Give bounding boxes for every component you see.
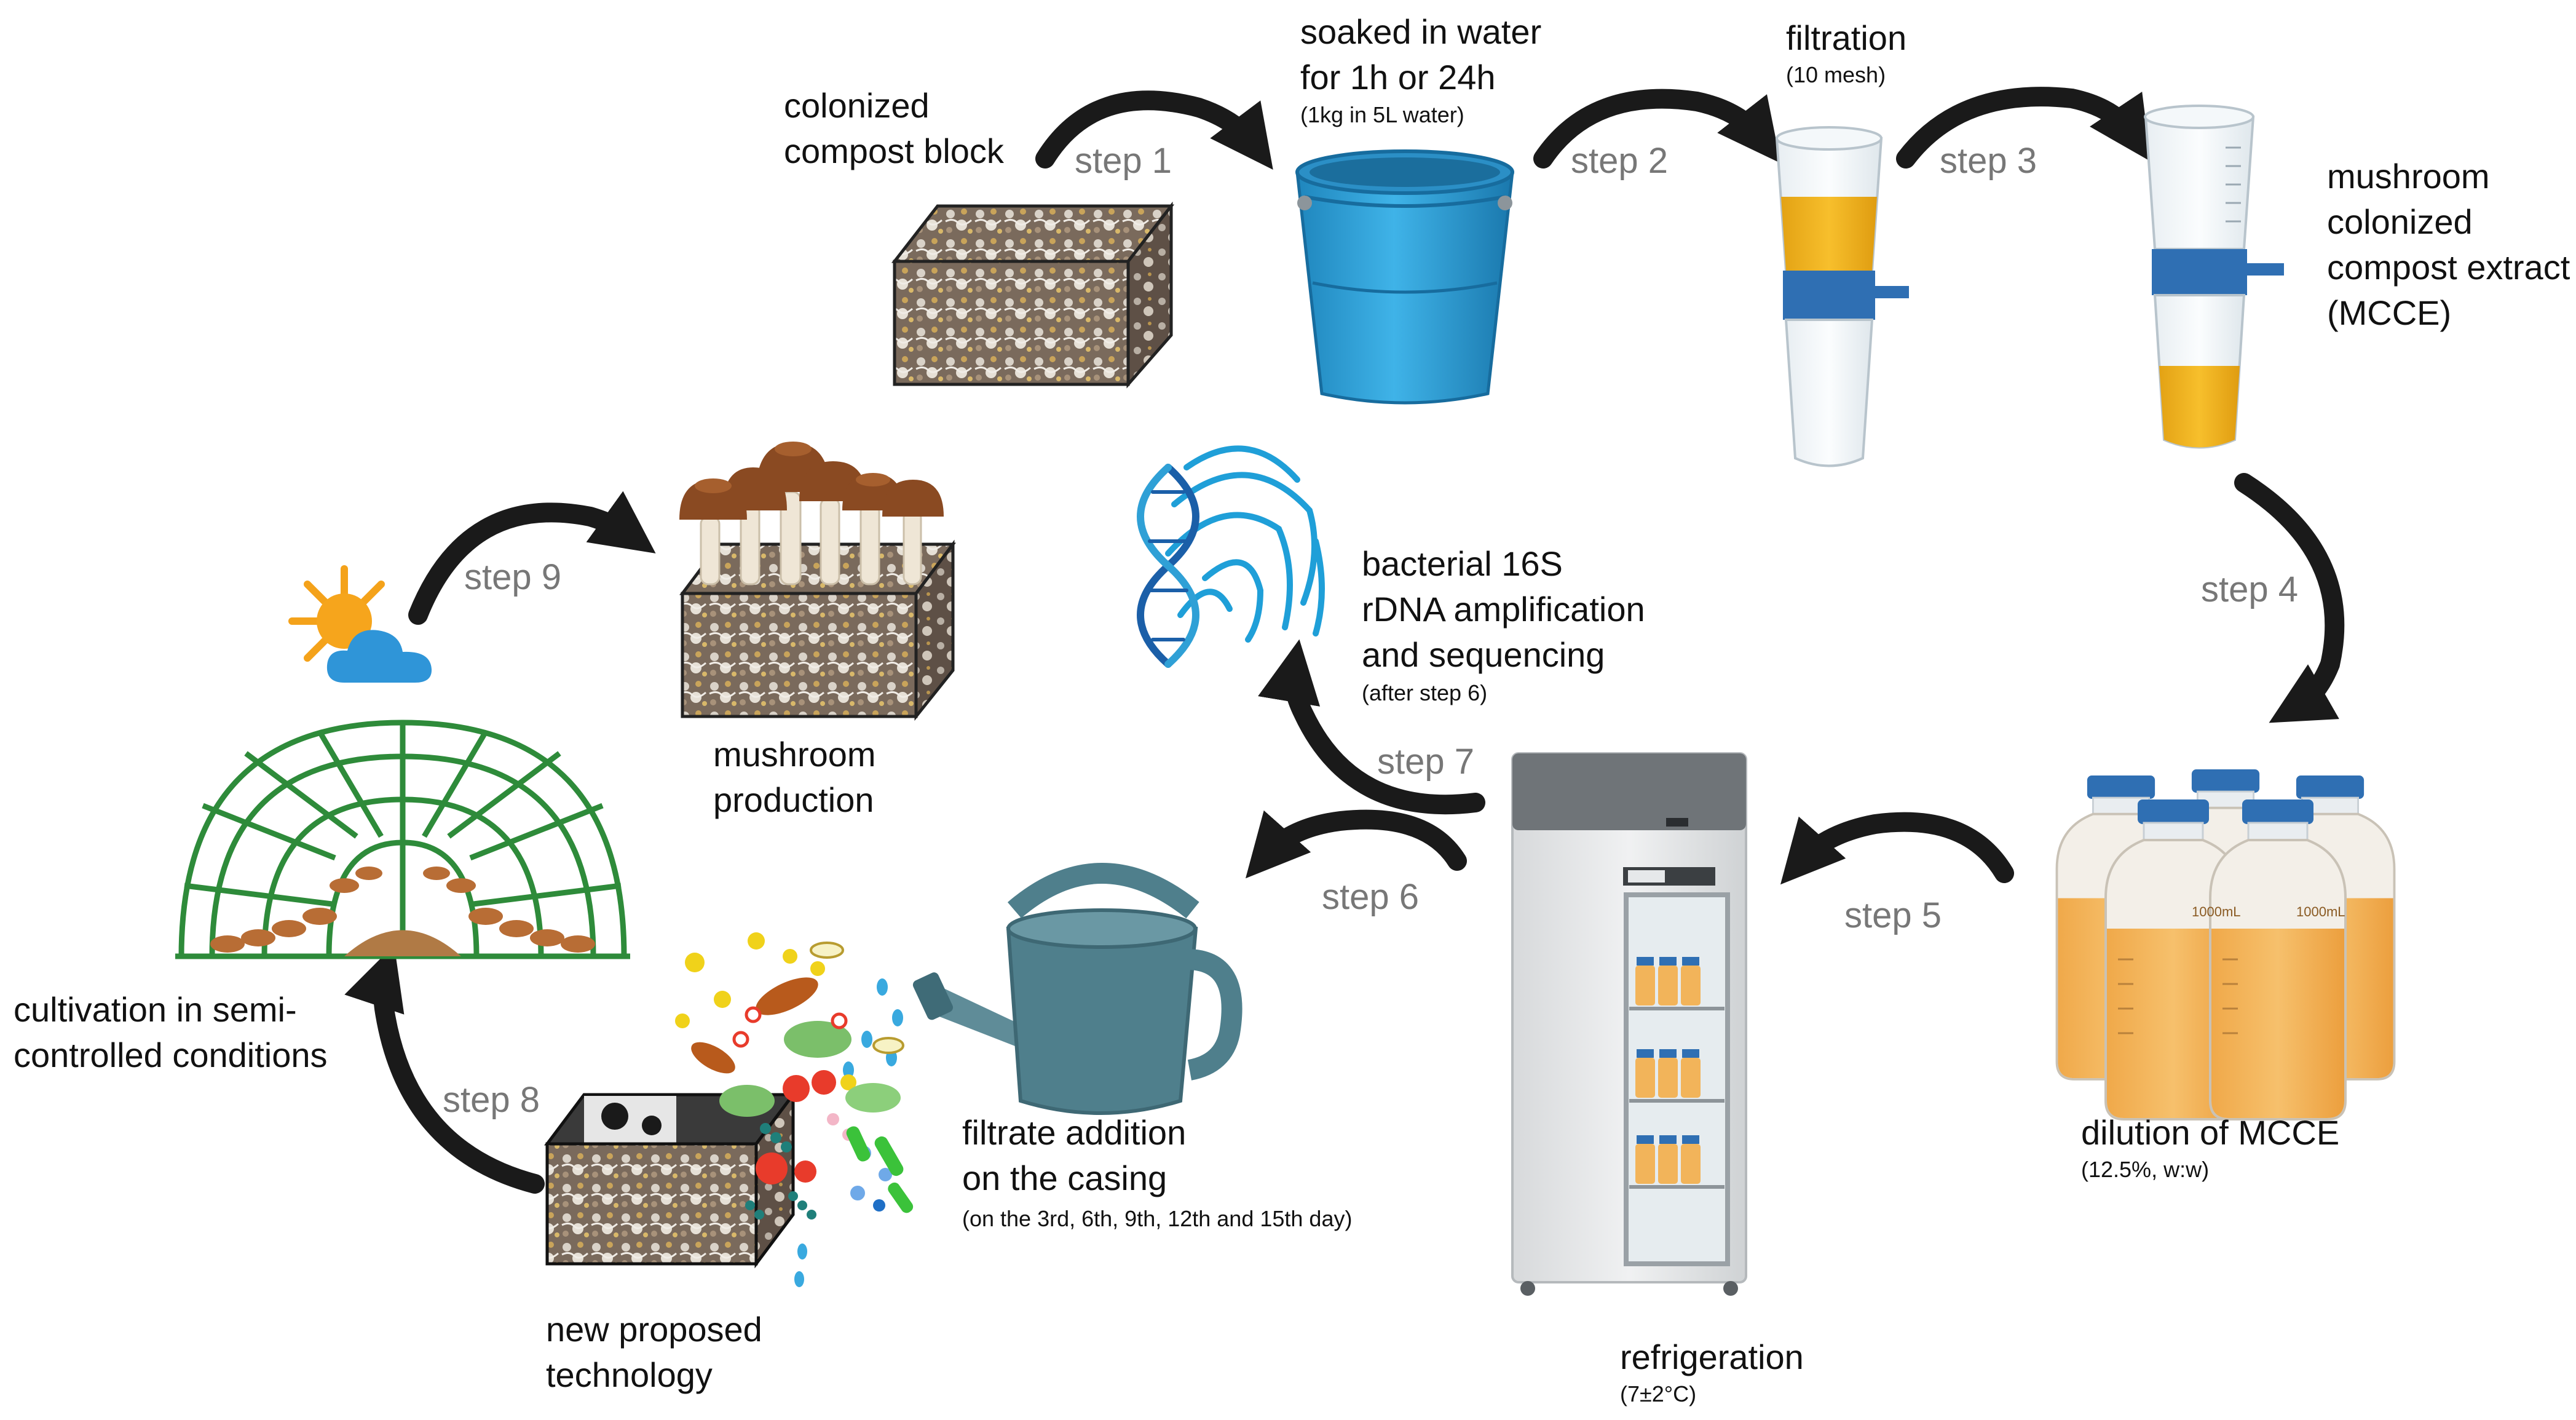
compost-block-icon bbox=[891, 201, 1175, 389]
step-8-label: step 8 bbox=[443, 1080, 540, 1120]
label-dilution: dilution of MCCE bbox=[2081, 1113, 2340, 1152]
label-mcce: mushroom colonized compost extract (MCCE… bbox=[2327, 157, 2570, 332]
arrow-step-7 bbox=[1258, 639, 1485, 815]
label-soaked-sub: (1kg in 5L water) bbox=[1300, 102, 1464, 127]
arrow-step-6 bbox=[1245, 809, 1467, 879]
arrow-step-8 bbox=[344, 945, 545, 1194]
label-colonized-compost-block: colonized compost block bbox=[784, 86, 1004, 170]
label-filtrate-addition: filtrate addition on the casing bbox=[962, 1113, 1187, 1197]
refrigerator-icon bbox=[1511, 752, 1747, 1296]
label-sequencing-sub: (after step 6) bbox=[1362, 680, 1488, 705]
step-4-label: step 4 bbox=[2201, 569, 2298, 609]
sun-cloud-icon bbox=[288, 565, 432, 683]
arrow-step-5 bbox=[1780, 812, 2014, 885]
dilution-bottles-icon: 1000mL 1000mL bbox=[2055, 768, 2396, 1121]
step-6-label: step 6 bbox=[1322, 877, 1419, 917]
mushroom-cluster-icon bbox=[679, 442, 944, 585]
water-bucket-icon bbox=[1295, 149, 1514, 405]
arrow-step-2 bbox=[1533, 89, 1781, 169]
step-7-label: step 7 bbox=[1377, 742, 1474, 782]
mcce-flask-icon bbox=[2144, 105, 2284, 449]
label-cultivation: cultivation in semi- controlled conditio… bbox=[14, 990, 328, 1074]
label-dilution-sub: (12.5%, w:w) bbox=[2081, 1157, 2210, 1182]
new-technology-block-icon bbox=[544, 1090, 796, 1269]
watering-can-icon bbox=[794, 863, 1243, 1287]
greenhouse-icon bbox=[175, 720, 630, 959]
label-soaked-in-water: soaked in water for 1h or 24h bbox=[1300, 12, 1542, 97]
bottle-volume-label: 1000mL bbox=[2192, 904, 2241, 919]
arrow-step-3 bbox=[1896, 87, 2151, 169]
arrow-step-9 bbox=[408, 491, 656, 625]
label-filtrate-sub: (on the 3rd, 6th, 9th, 12th and 15th day… bbox=[962, 1206, 1353, 1231]
step-3-label: step 3 bbox=[1940, 141, 2037, 181]
greenhouse-crop-beds bbox=[210, 867, 595, 956]
microbes-cluster-icon bbox=[675, 932, 914, 1220]
label-sequencing: bacterial 16S rDNA amplification and seq… bbox=[1362, 544, 1645, 674]
dna-fingerprint-icon bbox=[1165, 445, 1325, 643]
dna-helix-icon bbox=[1137, 464, 1199, 668]
step-2-label: step 2 bbox=[1571, 141, 1668, 181]
bottle-volume-label: 1000mL bbox=[2296, 904, 2345, 919]
step-1-label: step 1 bbox=[1075, 141, 1172, 181]
label-filtration: filtration bbox=[1786, 18, 1907, 57]
step-9-label: step 9 bbox=[464, 557, 561, 597]
label-mushroom-production: mushroom production bbox=[713, 735, 876, 819]
label-refrigeration: refrigeration bbox=[1620, 1338, 1804, 1376]
step-5-label: step 5 bbox=[1844, 895, 1942, 935]
label-filtration-sub: (10 mesh) bbox=[1786, 62, 1886, 87]
arrow-step-1 bbox=[1035, 90, 1273, 170]
arrows bbox=[344, 87, 2345, 1194]
label-new-technology: new proposed technology bbox=[546, 1310, 762, 1394]
filtration-funnel-icon bbox=[1775, 126, 1909, 467]
arrow-step-4 bbox=[2234, 473, 2345, 723]
label-refrigeration-sub: (7±2°C) bbox=[1620, 1381, 1697, 1406]
